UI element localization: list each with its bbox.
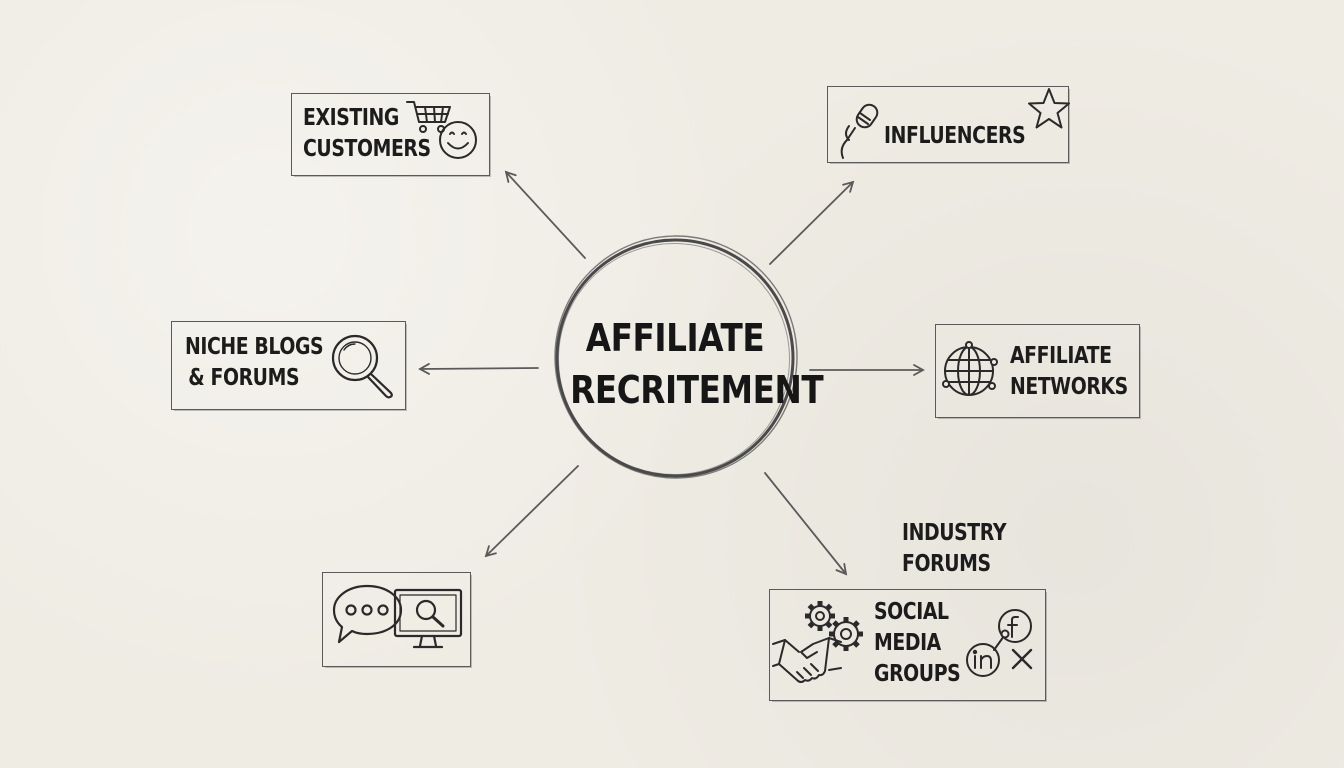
star-icon — [1025, 86, 1073, 132]
social-media-groups-box — [769, 589, 1046, 701]
arrow-to-social-media — [764, 472, 848, 576]
magnifier-icon — [328, 332, 396, 399]
center-circle — [554, 235, 798, 479]
existing-customers-label: EXISTING CUSTOMERS — [303, 103, 431, 165]
industry-forums-label: INDUSTRY FORUMS — [902, 518, 1006, 580]
network-link-icon — [990, 626, 1020, 656]
microphone-icon — [833, 100, 883, 160]
center-title-line-2: RECRITEMENT — [570, 368, 824, 412]
industry-forums-line-2: FORUMS — [902, 551, 991, 577]
niche-blogs-box — [171, 321, 406, 410]
gears-icon — [800, 596, 870, 662]
niche-blogs-line-1: NICHE BLOGS — [185, 334, 324, 360]
social-media-groups-line-1: SOCIAL — [874, 599, 949, 625]
affiliate-networks-line-1: AFFILIATE — [1010, 343, 1112, 369]
linkedin-icon — [962, 639, 1004, 681]
affiliate-networks-line-2: NETWORKS — [1010, 374, 1128, 400]
niche-blogs-line-2: & FORUMS — [188, 365, 300, 391]
center-title: AFFILIATE RECRITEMENT — [570, 312, 824, 416]
facebook-icon — [995, 606, 1035, 646]
social-media-groups-label: SOCIAL MEDIA GROUPS — [874, 597, 961, 690]
speech-bubble-icon — [331, 582, 407, 648]
existing-customers-box — [291, 93, 490, 176]
arrow-to-niche-blogs — [418, 363, 539, 375]
industry-forums-line-1: INDUSTRY — [902, 520, 1007, 546]
monitor-search-icon — [390, 586, 466, 656]
influencers-box — [827, 86, 1069, 163]
affiliate-networks-box — [935, 324, 1140, 418]
influencers-line-1: INFLUENCERS — [884, 123, 1026, 149]
affiliate-networks-label: AFFILIATE NETWORKS — [1010, 341, 1128, 403]
social-media-groups-line-3: GROUPS — [874, 661, 961, 687]
smiley-icon — [436, 118, 480, 162]
arrow-to-existing-customers — [504, 170, 586, 259]
center-title-line-1: AFFILIATE — [585, 316, 765, 360]
x-logo-icon — [1008, 645, 1036, 673]
chat-search-box — [322, 572, 471, 667]
niche-blogs-label: NICHE BLOGS & FORUMS — [185, 332, 324, 394]
handshake-icon — [771, 630, 843, 690]
social-media-groups-line-2: MEDIA — [874, 630, 941, 656]
influencers-label: INFLUENCERS — [884, 121, 1026, 152]
existing-customers-line-1: EXISTING — [303, 105, 399, 131]
globe-network-icon — [938, 338, 1002, 402]
arrow-to-bottom-left — [484, 465, 579, 558]
existing-customers-line-2: CUSTOMERS — [303, 136, 431, 162]
arrow-to-influencers — [769, 180, 855, 265]
